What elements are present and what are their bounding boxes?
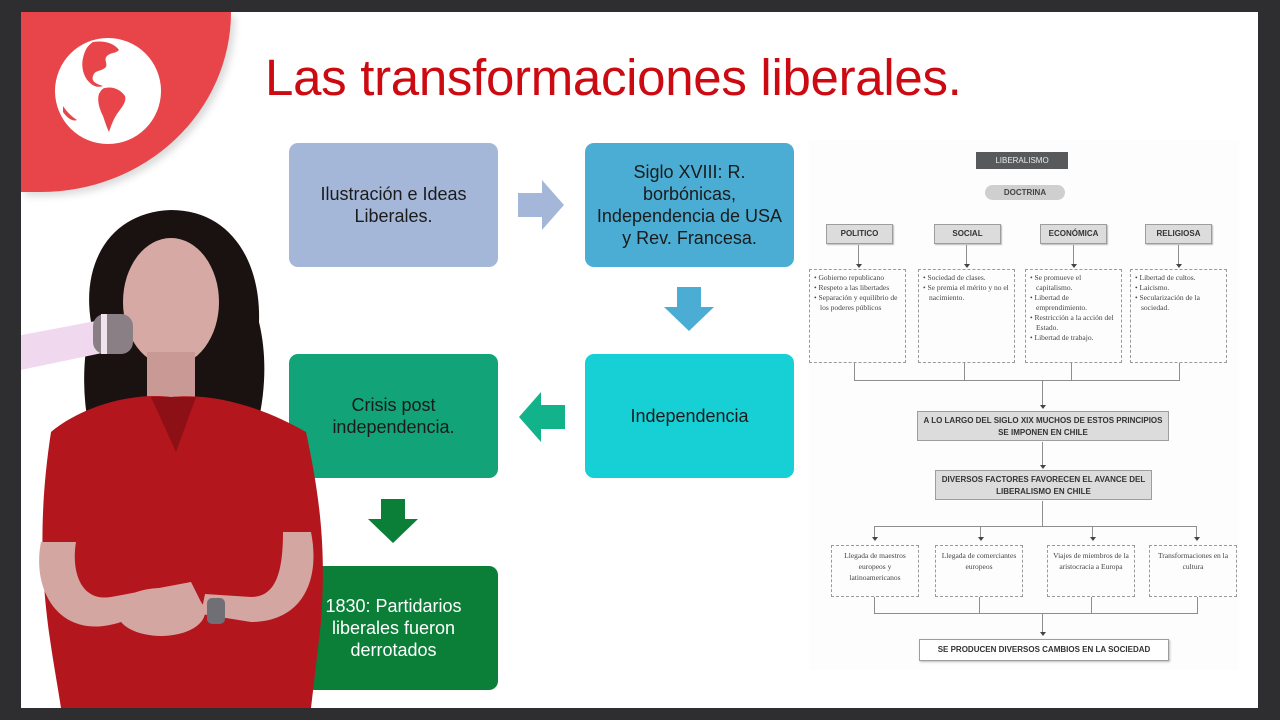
down-arrow-icon — [368, 499, 418, 543]
factor-cultura: Transformaciones en la cultura — [1149, 545, 1237, 597]
category-items-religiosa: • Libertad de cultos. • Laicismo. • Secu… — [1130, 269, 1227, 363]
category-items-social: • Sociedad de clases. • Se premia el mér… — [918, 269, 1015, 363]
category-politico: POLITICO — [826, 224, 893, 244]
diagram-doctrina: DOCTRINA — [985, 185, 1065, 200]
slide: Las transformaciones liberales. Ilustrac… — [21, 12, 1258, 708]
factor-maestros: Llegada de maestros europeos y latinoame… — [831, 545, 919, 597]
down-arrow-icon — [664, 287, 714, 331]
flow-box-1830: 1830: Partidarios liberales fueron derro… — [289, 566, 498, 690]
category-items-politico: • Gobierno republicano • Respeto a las l… — [809, 269, 906, 363]
presenter-video — [21, 210, 323, 708]
left-arrow-icon — [519, 392, 565, 442]
factor-comerciantes: Llegada de comerciantes europeos — [935, 545, 1023, 597]
category-economica: ECONÓMICA — [1040, 224, 1107, 244]
page-title: Las transformaciones liberales. — [265, 49, 962, 106]
category-social: SOCIAL — [934, 224, 1001, 244]
flow-box-independencia: Independencia — [585, 354, 794, 478]
liberalismo-diagram: LIBERALISMO DOCTRINA POLITICO SOCIAL ECO… — [809, 140, 1239, 670]
factor-viajes: Viajes de miembros de la aristocracia a … — [1047, 545, 1135, 597]
right-arrow-icon — [518, 180, 564, 230]
flow-box-siglo-xviii: Siglo XVIII: R. borbónicas, Independenci… — [585, 143, 794, 267]
globe-americas-icon — [55, 38, 161, 144]
step-siglo-xix: A LO LARGO DEL SIGLO XIX MUCHOS DE ESTOS… — [917, 411, 1169, 441]
flow-box-crisis: Crisis post independencia. — [289, 354, 498, 478]
step-diversos-factores: DIVERSOS FACTORES FAVORECEN EL AVANCE DE… — [935, 470, 1152, 500]
result-cambios-sociedad: SE PRODUCEN DIVERSOS CAMBIOS EN LA SOCIE… — [919, 639, 1169, 661]
flow-box-ilustracion: Ilustración e Ideas Liberales. — [289, 143, 498, 267]
category-items-economica: • Se promueve el capitalismo. • Libertad… — [1025, 269, 1122, 363]
diagram-title: LIBERALISMO — [976, 152, 1068, 169]
category-religiosa: RELIGIOSA — [1145, 224, 1212, 244]
